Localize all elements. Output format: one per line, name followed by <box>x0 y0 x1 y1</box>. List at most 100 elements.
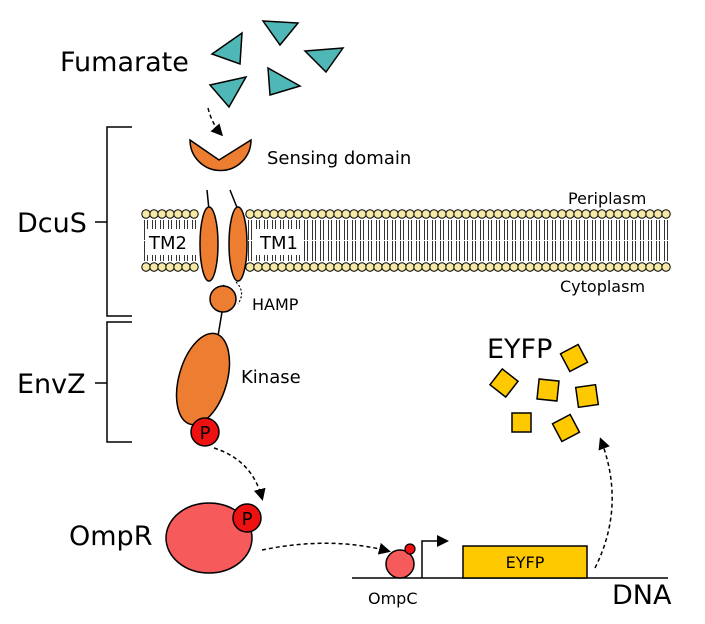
lipid-head <box>525 209 535 219</box>
eyfp-protein <box>488 367 520 399</box>
lipid-head <box>645 262 655 272</box>
lipid-head <box>381 209 391 219</box>
kinase-label: Kinase <box>241 367 301 388</box>
envz-label: EnvZ <box>17 369 86 400</box>
periplasm-label: Periplasm <box>568 189 646 208</box>
lipid-head <box>429 209 439 219</box>
lipid-head <box>461 262 471 272</box>
fumarate-molecule <box>303 47 345 74</box>
lipid-head <box>261 262 271 272</box>
lipid-head <box>637 262 647 272</box>
transcription-start-arrow <box>421 535 449 578</box>
lipid-head <box>461 209 471 219</box>
ompc-label: OmpC <box>368 589 418 608</box>
lipid-head <box>525 262 535 272</box>
lipid-head <box>429 262 439 272</box>
lipid-head <box>541 262 551 272</box>
lipid-head <box>653 209 663 219</box>
ompc-promoter-bound-ompr <box>385 549 415 579</box>
eyfp-proteins <box>488 343 600 443</box>
dcus-label: DcuS <box>17 208 87 239</box>
lipid-head <box>485 209 495 219</box>
lipid-head <box>365 262 375 272</box>
lipid-head <box>549 209 559 219</box>
lipid-head <box>397 209 407 219</box>
lipid-head <box>389 262 399 272</box>
lipid-head <box>605 209 615 219</box>
lipid-head <box>493 262 503 272</box>
lipid-head <box>253 209 263 219</box>
lipid-head <box>405 262 415 272</box>
dna-label: DNA <box>612 580 672 611</box>
lipid-head <box>173 209 183 219</box>
sensing-domain <box>189 138 252 172</box>
lipid-head <box>149 209 159 219</box>
lipid-head <box>573 209 583 219</box>
lipid-head <box>445 209 455 219</box>
lipid-head <box>181 262 191 272</box>
lipid-head <box>357 209 367 219</box>
lipid-head <box>421 262 431 272</box>
lipid-head <box>285 209 295 219</box>
lipid-head <box>269 209 279 219</box>
lipid-head <box>589 209 599 219</box>
lipid-head <box>405 209 415 219</box>
lipid-head <box>317 209 327 219</box>
tm1-label: TM1 <box>259 233 298 254</box>
lipid-head <box>509 262 519 272</box>
phosphate-ompr <box>232 503 262 533</box>
lipid-head <box>165 209 175 219</box>
lipid-head <box>253 262 263 272</box>
lipid-head <box>413 209 423 219</box>
fumarate-label: Fumarate <box>60 47 189 78</box>
lipid-head <box>301 262 311 272</box>
lipid-head <box>501 209 511 219</box>
lipid-head <box>293 262 303 272</box>
lipid-head <box>189 262 199 272</box>
linker <box>217 311 223 337</box>
lipid-head <box>413 262 423 272</box>
lipid-head <box>485 262 495 272</box>
lipid-head <box>653 262 663 272</box>
eyfp-gene <box>462 545 588 579</box>
lipid-head <box>397 262 407 272</box>
lipid-head <box>629 209 639 219</box>
lipid-head <box>661 262 671 272</box>
lipid-head <box>389 209 399 219</box>
hamp-label: HAMP <box>252 295 299 314</box>
lipid-head <box>421 209 431 219</box>
fumarate-molecules <box>208 20 345 109</box>
lipid-head <box>165 262 175 272</box>
lipid-head <box>621 262 631 272</box>
lipid-head <box>309 262 319 272</box>
lipid-head <box>597 209 607 219</box>
lipid-head <box>517 209 527 219</box>
fumarate-molecule <box>210 31 243 66</box>
phosphate-kinase <box>190 417 220 447</box>
fumarate-molecule <box>208 75 248 109</box>
lipid-head <box>565 262 575 272</box>
membrane-bilayer <box>141 209 671 272</box>
lipid-head <box>445 262 455 272</box>
dcus-bracket <box>106 126 132 317</box>
lipid-head <box>581 209 591 219</box>
lipid-head <box>629 262 639 272</box>
lipid-head <box>189 209 199 219</box>
lipid-head <box>309 209 319 219</box>
lipid-head <box>493 209 503 219</box>
lipid-head <box>533 262 543 272</box>
lipid-head <box>453 262 463 272</box>
lipid-head <box>437 209 447 219</box>
lipid-head <box>173 262 183 272</box>
activation-arrow <box>261 542 391 555</box>
lipid-head <box>157 262 167 272</box>
phosphate-kinase-label: P <box>200 423 211 444</box>
lipid-head <box>557 262 567 272</box>
kinase-domain <box>175 332 231 426</box>
binding-arrow <box>207 107 224 137</box>
hamp-domain <box>209 285 237 313</box>
lipid-head <box>317 262 327 272</box>
lipid-head <box>661 209 671 219</box>
